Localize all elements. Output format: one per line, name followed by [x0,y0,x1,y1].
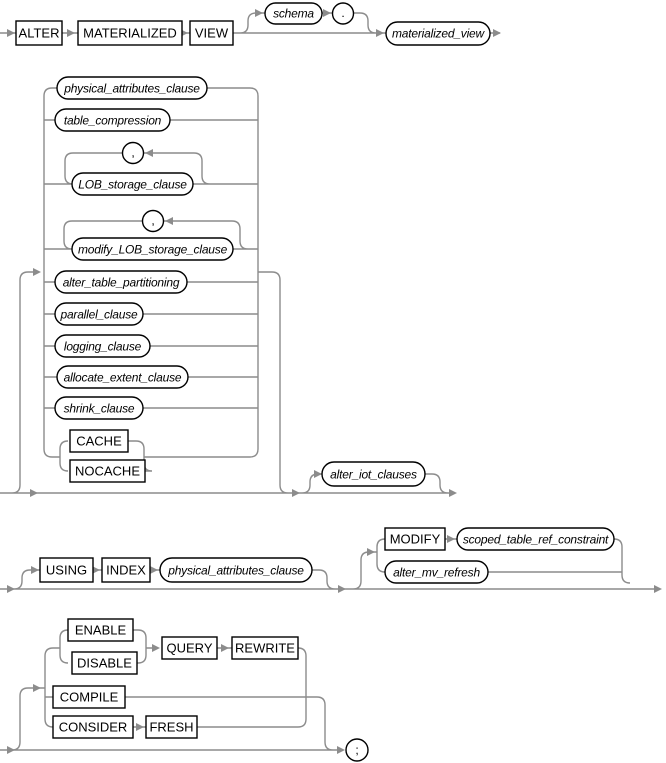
keyword-view: VIEW [195,26,229,41]
keyword-modify: MODIFY [390,532,441,547]
keyword-box-disable [71,651,138,675]
keyword-box-query [161,636,218,660]
keyword-index: INDEX [106,563,146,578]
semicolon-terminal-circle [345,738,369,762]
comma-glyph: , [151,214,154,228]
nonterminal-oval-parallel-clause [54,302,144,326]
keyword-alter: ALTER [19,26,60,41]
keyword-box-cache [69,429,129,453]
keyword-nocache: NOCACHE [75,464,140,479]
nonterminal-oval-physical-attributes-clause [56,76,208,100]
keyword-rewrite: REWRITE [235,641,295,656]
nonterminal-oval-materialized-view [385,21,491,46]
keyword-materialized: MATERIALIZED [83,26,177,41]
keyword-box-rewrite [231,636,299,660]
keyword-box-alter [15,20,63,46]
keyword-box-using [39,557,94,583]
keyword-box-nocache [69,459,146,483]
row-using-index-modify: USING INDEX physical_attributes_clause M… [0,527,662,593]
nonterminal-oval-schema [264,2,323,25]
nonterminal-parallel-clause: parallel_clause [59,308,138,322]
nonterminal-oval-shrink-clause [54,396,144,420]
row-clause-stack: physical_attributes_clause table_compres… [0,76,457,497]
comma-loop-circle [141,209,165,233]
nonterminal-oval-table-compression [54,108,171,132]
keyword-box-fresh [145,715,198,739]
nonterminal-shrink-clause: shrink_clause [64,402,135,416]
keyword-disable: DISABLE [77,656,132,671]
nonterminal-allocate-extent-clause: allocate_extent_clause [64,371,182,385]
row-enable-compile-consider: ENABLE DISABLE QUERY REWRITE COMPILE CON… [0,618,369,762]
keyword-box-consider [52,715,134,739]
nonterminal-oval-modify-lob-storage-clause [71,237,234,261]
nonterminal-alter-iot-clauses: alter_iot_clauses [330,468,417,482]
nonterminal-lob-storage-clause: LOB_storage_clause [78,178,187,192]
nonterminal-oval-alter-table-partitioning [54,270,188,294]
nonterminal-oval-alter-mv-refresh [384,560,489,584]
semicolon-glyph: ; [355,743,358,757]
nonterminal-alter-mv-refresh: alter_mv_refresh [393,566,480,580]
keyword-query: QUERY [167,641,213,656]
keyword-box-index [101,557,151,583]
period-circle [331,2,355,25]
keyword-cache: CACHE [76,434,122,449]
keyword-using: USING [46,563,87,578]
keyword-box-materialized [77,20,183,46]
keyword-box-compile [52,685,126,709]
nonterminal-modify-lob-storage-clause: modify_LOB_storage_clause [78,243,228,257]
keyword-box-enable [67,618,134,642]
row-alter-materialized-view: ALTER MATERIALIZED VIEW schema . materia… [0,2,501,46]
nonterminal-physical-attributes-clause: physical_attributes_clause [63,82,200,96]
nonterminal-materialized-view: materialized_view [392,27,486,41]
comma-glyph: , [131,146,134,160]
keyword-consider: CONSIDER [59,720,128,735]
nonterminal-oval-allocate-extent-clause [56,365,189,389]
nonterminal-logging-clause: logging_clause [64,340,142,354]
keyword-box-modify [384,527,446,551]
period-glyph: . [341,6,344,20]
nonterminal-oval-scoped-table-ref-constraint [456,527,615,551]
nonterminal-oval-lob-storage-clause [71,172,194,196]
nonterminal-oval-physical-attributes-clause-2 [159,557,313,583]
nonterminal-scoped-table-ref-constraint: scoped_table_ref_constraint [463,533,609,547]
keyword-fresh: FRESH [149,720,193,735]
keyword-compile: COMPILE [60,690,119,705]
nonterminal-oval-logging-clause [54,334,151,358]
keyword-box-view [189,20,234,46]
comma-loop-circle [121,141,145,165]
nonterminal-alter-table-partitioning: alter_table_partitioning [63,276,180,290]
nonterminal-table-compression: table_compression [64,114,162,128]
flow-arrowheads [7,9,501,37]
nonterminal-oval-alter-iot-clauses [321,461,426,487]
nonterminal-physical-attributes-clause-2: physical_attributes_clause [167,564,304,578]
nonterminal-schema: schema [273,7,314,21]
keyword-enable: ENABLE [75,623,127,638]
